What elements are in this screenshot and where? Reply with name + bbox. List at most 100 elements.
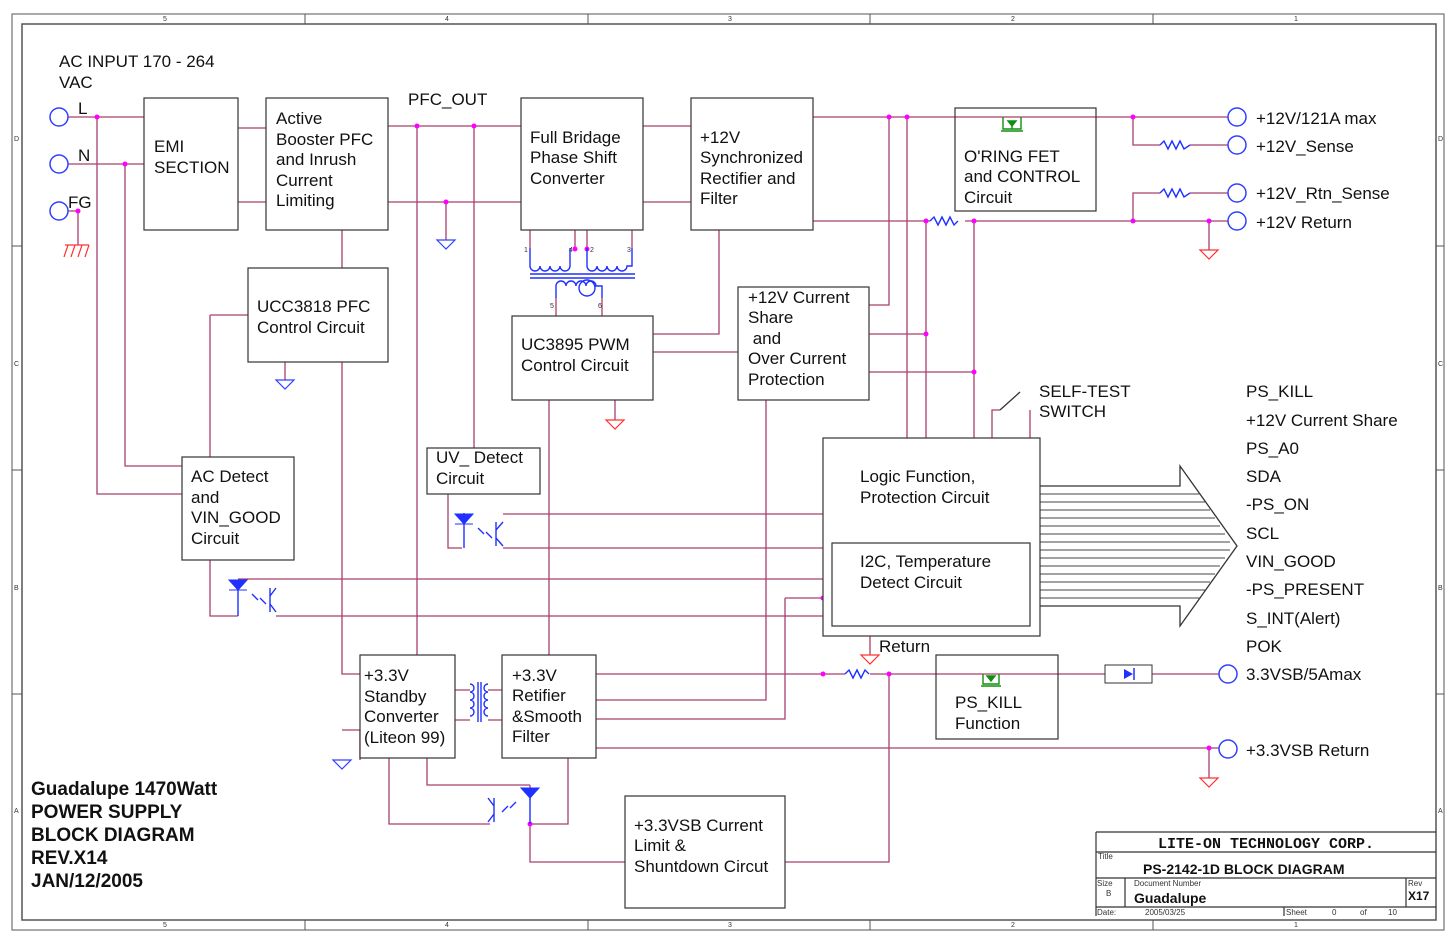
size-value: B [1106, 889, 1111, 898]
optocoupler-icon [227, 513, 541, 824]
zone-col: 5 [163, 16, 167, 23]
zone-row: D [14, 136, 19, 143]
block-label: Phase Shift [530, 148, 617, 167]
diagram-title-line: JAN/12/2005 [31, 871, 143, 892]
of-label: of [1360, 908, 1367, 917]
date-value: 2005/03/25 [1145, 908, 1186, 917]
zone-col: 2 [1011, 922, 1015, 929]
rev-value: X17 [1408, 889, 1430, 903]
diagram-title-line: REV.X14 [31, 848, 108, 869]
zone-row: D [1438, 136, 1443, 143]
pfc-out-label: PFC_OUT [408, 90, 487, 109]
doc-number: Guadalupe [1134, 890, 1207, 906]
resistor-icon [844, 139, 1191, 680]
block-label: Function [955, 714, 1020, 733]
zone-col: 3 [728, 922, 732, 929]
zone-row: C [1438, 361, 1443, 368]
ac-input-label: AC INPUT 170 - 264 [59, 52, 215, 71]
zone-row: C [14, 361, 19, 368]
pin-label: 4 [569, 247, 573, 254]
signal-label: PS_A0 [1246, 439, 1299, 458]
pin-label: 5 [550, 303, 554, 310]
block-label: UV_ Detect [436, 448, 523, 467]
diagram-title-line: BLOCK DIAGRAM [31, 825, 195, 846]
block-label: Share [748, 308, 793, 327]
terminal-label-l: L [78, 99, 87, 118]
block-label: Protection [748, 370, 825, 389]
fet-icon [981, 117, 1023, 687]
sheet-count: 10 [1388, 908, 1397, 917]
zone-row: B [1438, 585, 1443, 592]
block-label: Circuit [964, 188, 1012, 207]
block-label: Over Current [748, 349, 847, 368]
block-label: O'RING FET [964, 147, 1060, 166]
block-label: +12V [700, 128, 741, 147]
zone-col: 1 [1294, 922, 1298, 929]
block-label: UCC3818 PFC [257, 297, 370, 316]
signal-label: VIN_GOOD [1246, 552, 1336, 571]
sync-rectifier-block: +12V Synchronized Rectifier and Filter [690, 97, 814, 231]
block-label: +12V Current [748, 288, 850, 307]
ps-kill-block: PS_KILL Function [935, 654, 1059, 740]
self-test-switch-icon [999, 391, 1021, 411]
rectifier-filter-block: +3.3V Retifier &Smooth Filter [501, 654, 597, 759]
block-label: Full Bridage [530, 128, 621, 147]
block-label: Limiting [276, 191, 335, 210]
block-label: +3.3V [364, 666, 410, 685]
output-label: 3.3VSB/5Amax [1246, 665, 1362, 684]
block-label: and CONTROL [964, 167, 1080, 186]
oring-fet-block: O'RING FET and CONTROL Circuit [954, 107, 1097, 212]
block-label: Circuit [191, 529, 239, 548]
signal-label: -PS_ON [1246, 495, 1309, 514]
signal-label: PS_KILL [1246, 382, 1313, 401]
title-label: Title [1098, 852, 1113, 861]
output-label: +12V_Sense [1256, 137, 1354, 156]
block-label: Shuntdown Circut [634, 857, 768, 876]
diode-icon [1104, 664, 1153, 684]
standby-transformer-icon [469, 682, 489, 722]
block-label: Retifier [512, 686, 566, 705]
pin-label: 6 [598, 303, 602, 310]
block-label: Converter [530, 169, 605, 188]
block-label: Current [276, 171, 333, 190]
block-label: and [191, 488, 219, 507]
block-label: EMI [154, 137, 184, 156]
current-share-block: +12V Current Share and Over Current Prot… [737, 286, 870, 401]
date-label: Date: [1097, 908, 1116, 917]
block-label: UC3895 PWM [521, 335, 630, 354]
wires [68, 116, 1228, 863]
zone-row: B [14, 585, 19, 592]
rev-label: Rev [1408, 879, 1422, 888]
sheet-value: 0 [1332, 908, 1337, 917]
full-bridge-block: Full Bridage Phase Shift Converter [520, 97, 644, 231]
terminal-label-n: N [78, 146, 90, 165]
junctions [75, 114, 1212, 827]
self-test-label: SELF-TEST [1039, 382, 1131, 401]
zone-row: A [1438, 808, 1443, 815]
block-label: Protection Circuit [860, 488, 990, 507]
zone-col: 2 [1011, 16, 1015, 23]
output-label: +12V/121A max [1256, 109, 1377, 128]
block-label: VIN_GOOD [191, 508, 281, 527]
block-label: Limit & [634, 836, 687, 855]
block-label: Converter [364, 707, 439, 726]
uv-detect-block: UV_ Detect Circuit [426, 447, 541, 495]
document-title: PS-2142-1D BLOCK DIAGRAM [1143, 861, 1344, 877]
block-label: Control Circuit [521, 356, 629, 375]
block-label: Filter [700, 189, 738, 208]
block-label: SECTION [154, 158, 230, 177]
outer-frame [11, 13, 1445, 931]
logic-function-block: Logic Function, Protection Circuit I2C, … [822, 437, 1041, 637]
output-label: +12V Return [1256, 213, 1352, 232]
terminals [49, 107, 1247, 759]
signal-labels: PS_KILL +12V Current Share PS_A0 SDA -PS… [1246, 382, 1398, 656]
block-label: Logic Function, [860, 467, 975, 486]
company-name: LITE-ON TECHNOLOGY CORP. [1158, 836, 1374, 853]
ac-detect-block: AC Detect and VIN_GOOD Circuit [181, 456, 295, 561]
block-label: Active [276, 109, 322, 128]
diagram-title-line: POWER SUPPLY [31, 802, 183, 823]
block-label: +3.3V [512, 666, 558, 685]
signal-label: -PS_PRESENT [1246, 580, 1364, 599]
block-label: (Liteon 99) [364, 728, 445, 747]
